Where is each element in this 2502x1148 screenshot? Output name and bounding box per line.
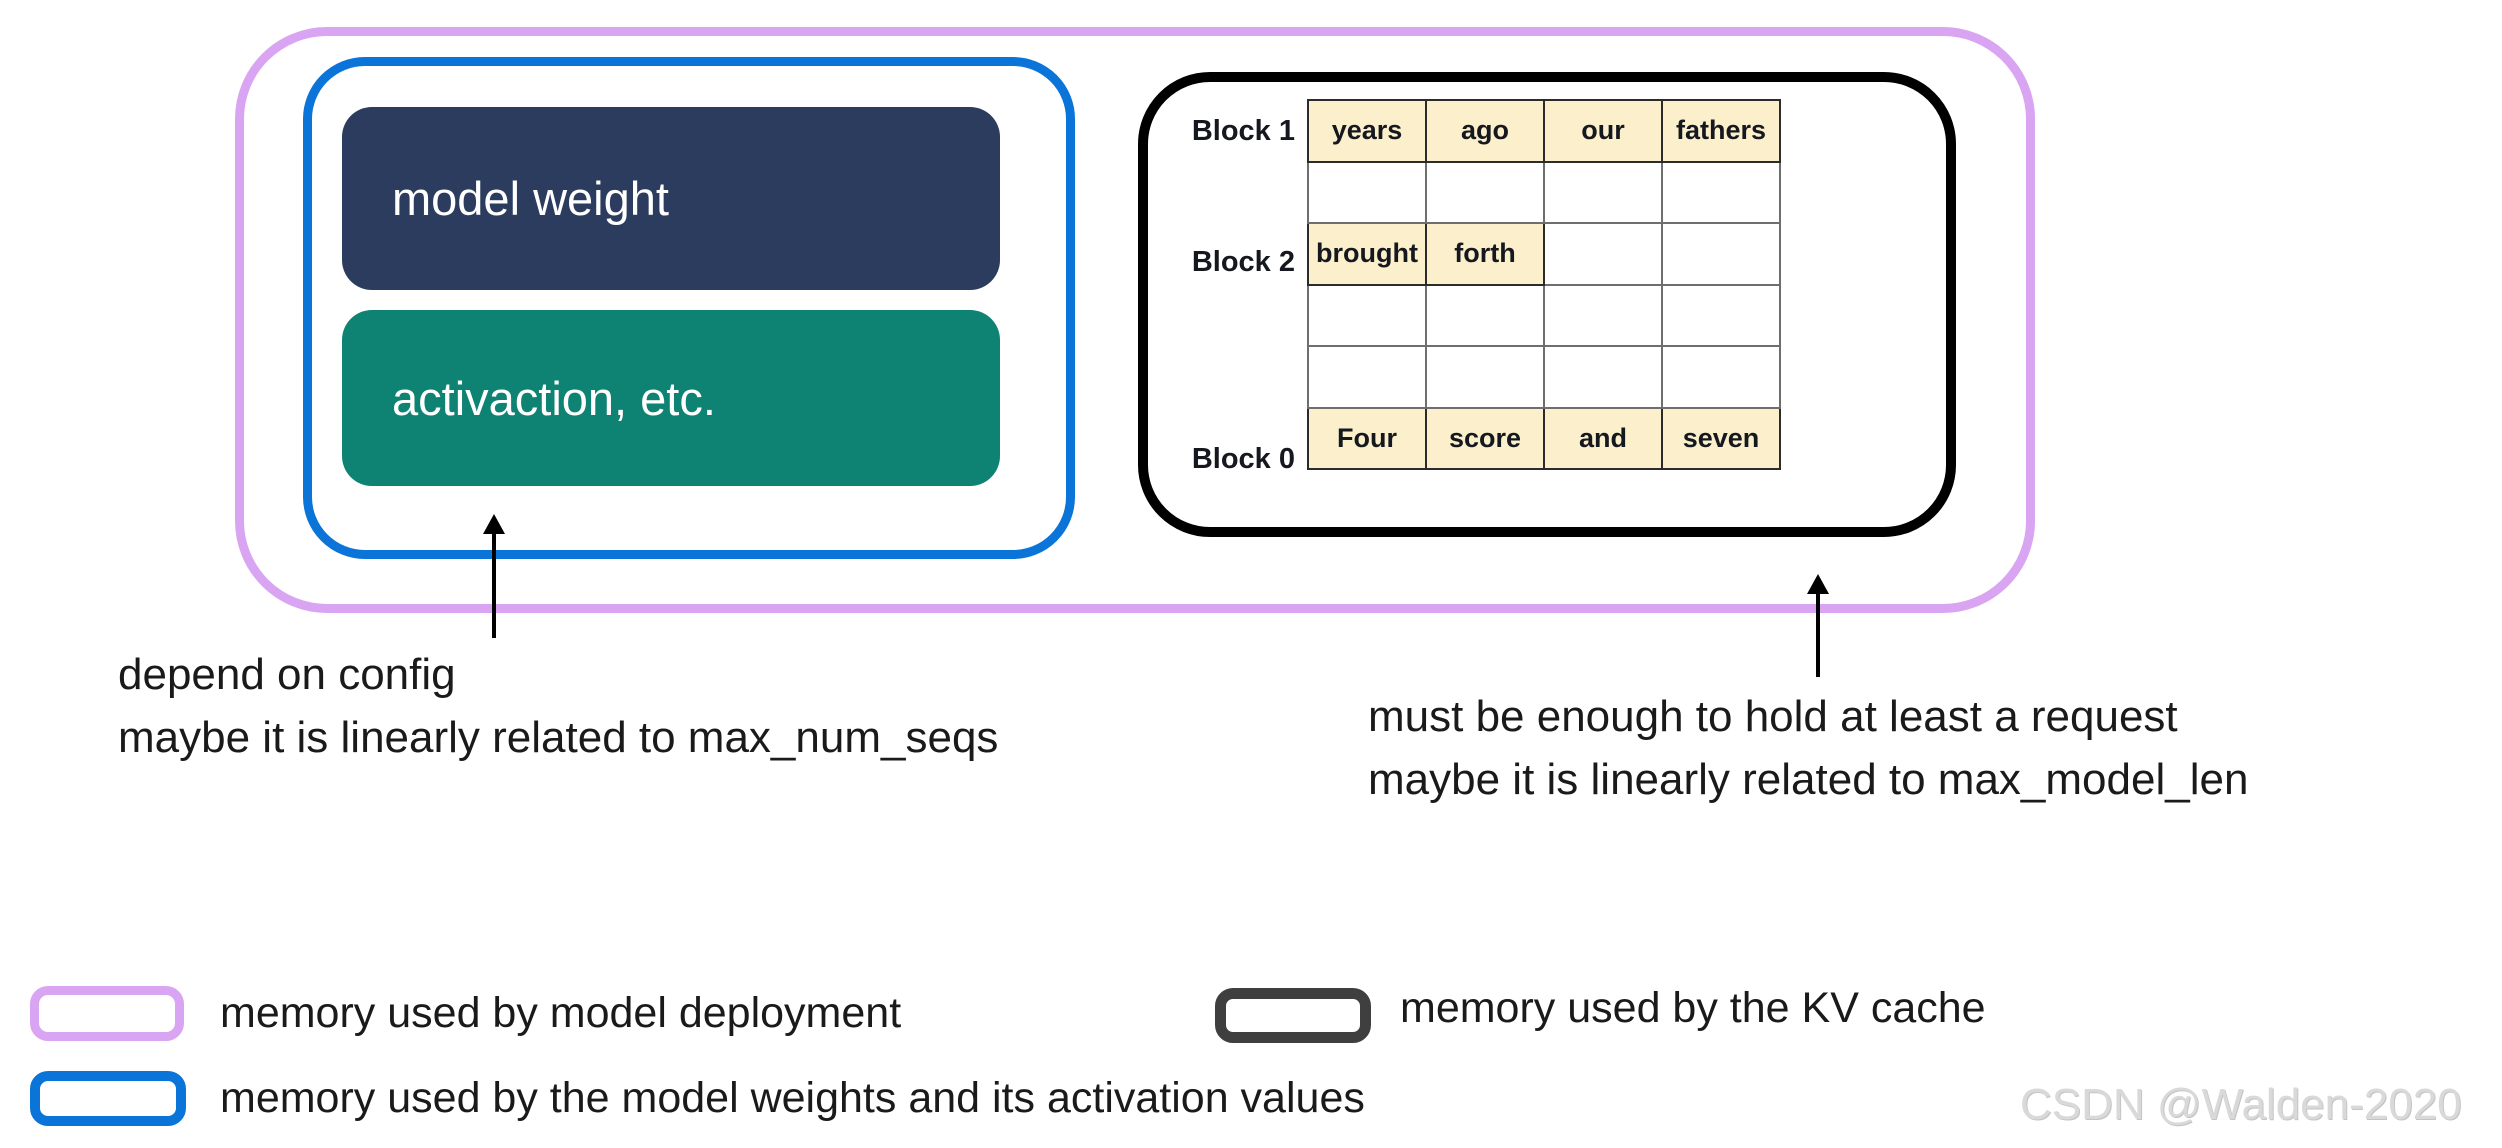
kv-cell — [1543, 222, 1663, 286]
kv-cell — [1543, 160, 1663, 224]
model-weight-label: model weight — [392, 172, 669, 225]
kv-cell — [1661, 222, 1781, 286]
kv-cell — [1543, 345, 1663, 409]
kv-cell — [1307, 345, 1427, 409]
kv-cell — [1661, 345, 1781, 409]
kv-cell — [1661, 160, 1781, 224]
model-memory-note-line1: depend on config — [118, 650, 456, 699]
kv-cache-note-line2: maybe it is linearly related to max_mode… — [1368, 755, 2249, 804]
legend-label-model-weights: memory used by the model weights and its… — [220, 1074, 1365, 1122]
kv-cell — [1425, 345, 1545, 409]
kv-cell: score — [1425, 406, 1545, 470]
arrow-to-kv-cache-line — [1816, 592, 1820, 677]
kv-cell: seven — [1661, 406, 1781, 470]
table-row — [1307, 160, 1781, 224]
kv-cell: fathers — [1661, 99, 1781, 163]
kv-cell: forth — [1425, 222, 1545, 286]
table-row: Four score and seven — [1307, 406, 1781, 470]
kv-cache-note-line1: must be enough to hold at least a reques… — [1368, 692, 2178, 741]
legend-label-deployment: memory used by model deployment — [220, 989, 902, 1037]
arrow-to-model-memory-line — [492, 532, 496, 638]
kv-cell: Four — [1307, 406, 1427, 470]
legend-swatch-model-weights — [30, 1071, 186, 1126]
model-memory-note: depend on config maybe it is linearly re… — [118, 643, 998, 769]
model-memory-box — [303, 57, 1075, 559]
arrow-to-kv-cache-icon — [1807, 574, 1829, 594]
activation-label: activaction, etc. — [392, 371, 716, 425]
arrow-to-model-memory-icon — [483, 514, 505, 534]
kv-cell — [1661, 283, 1781, 347]
kv-cell: and — [1543, 406, 1663, 470]
kv-cell — [1307, 283, 1427, 347]
kv-cache-table: years ago our fathers brought forth — [1307, 99, 1781, 470]
kv-block-2-label: Block 2 — [1191, 246, 1295, 278]
kv-cell: ago — [1425, 99, 1545, 163]
table-row: brought forth — [1307, 222, 1781, 286]
legend-label-kv-cache: memory used by the KV cache — [1400, 984, 1986, 1032]
table-row — [1307, 345, 1781, 409]
kv-cell — [1425, 160, 1545, 224]
kv-block-1-label: Block 1 — [1191, 115, 1295, 147]
kv-cache-note: must be enough to hold at least a reques… — [1368, 685, 2248, 811]
watermark: CSDN @Walden-2020 — [2020, 1080, 2462, 1129]
activation-block: activaction, etc. — [342, 310, 1000, 486]
kv-cell — [1307, 160, 1427, 224]
table-row — [1307, 283, 1781, 347]
model-weight-block: model weight — [342, 107, 1000, 290]
legend-swatch-kv-cache — [1215, 988, 1371, 1043]
kv-cell: brought — [1307, 222, 1427, 286]
kv-cell — [1543, 283, 1663, 347]
legend-swatch-deployment — [30, 986, 184, 1041]
kv-cell: years — [1307, 99, 1427, 163]
kv-block-0-label: Block 0 — [1191, 443, 1295, 475]
deployment-memory-box — [235, 27, 2035, 613]
kv-cache-box — [1138, 72, 1956, 537]
model-memory-note-line2: maybe it is linearly related to max_num_… — [118, 713, 999, 762]
table-row: years ago our fathers — [1307, 99, 1781, 163]
kv-cell: our — [1543, 99, 1663, 163]
kv-cell — [1425, 283, 1545, 347]
